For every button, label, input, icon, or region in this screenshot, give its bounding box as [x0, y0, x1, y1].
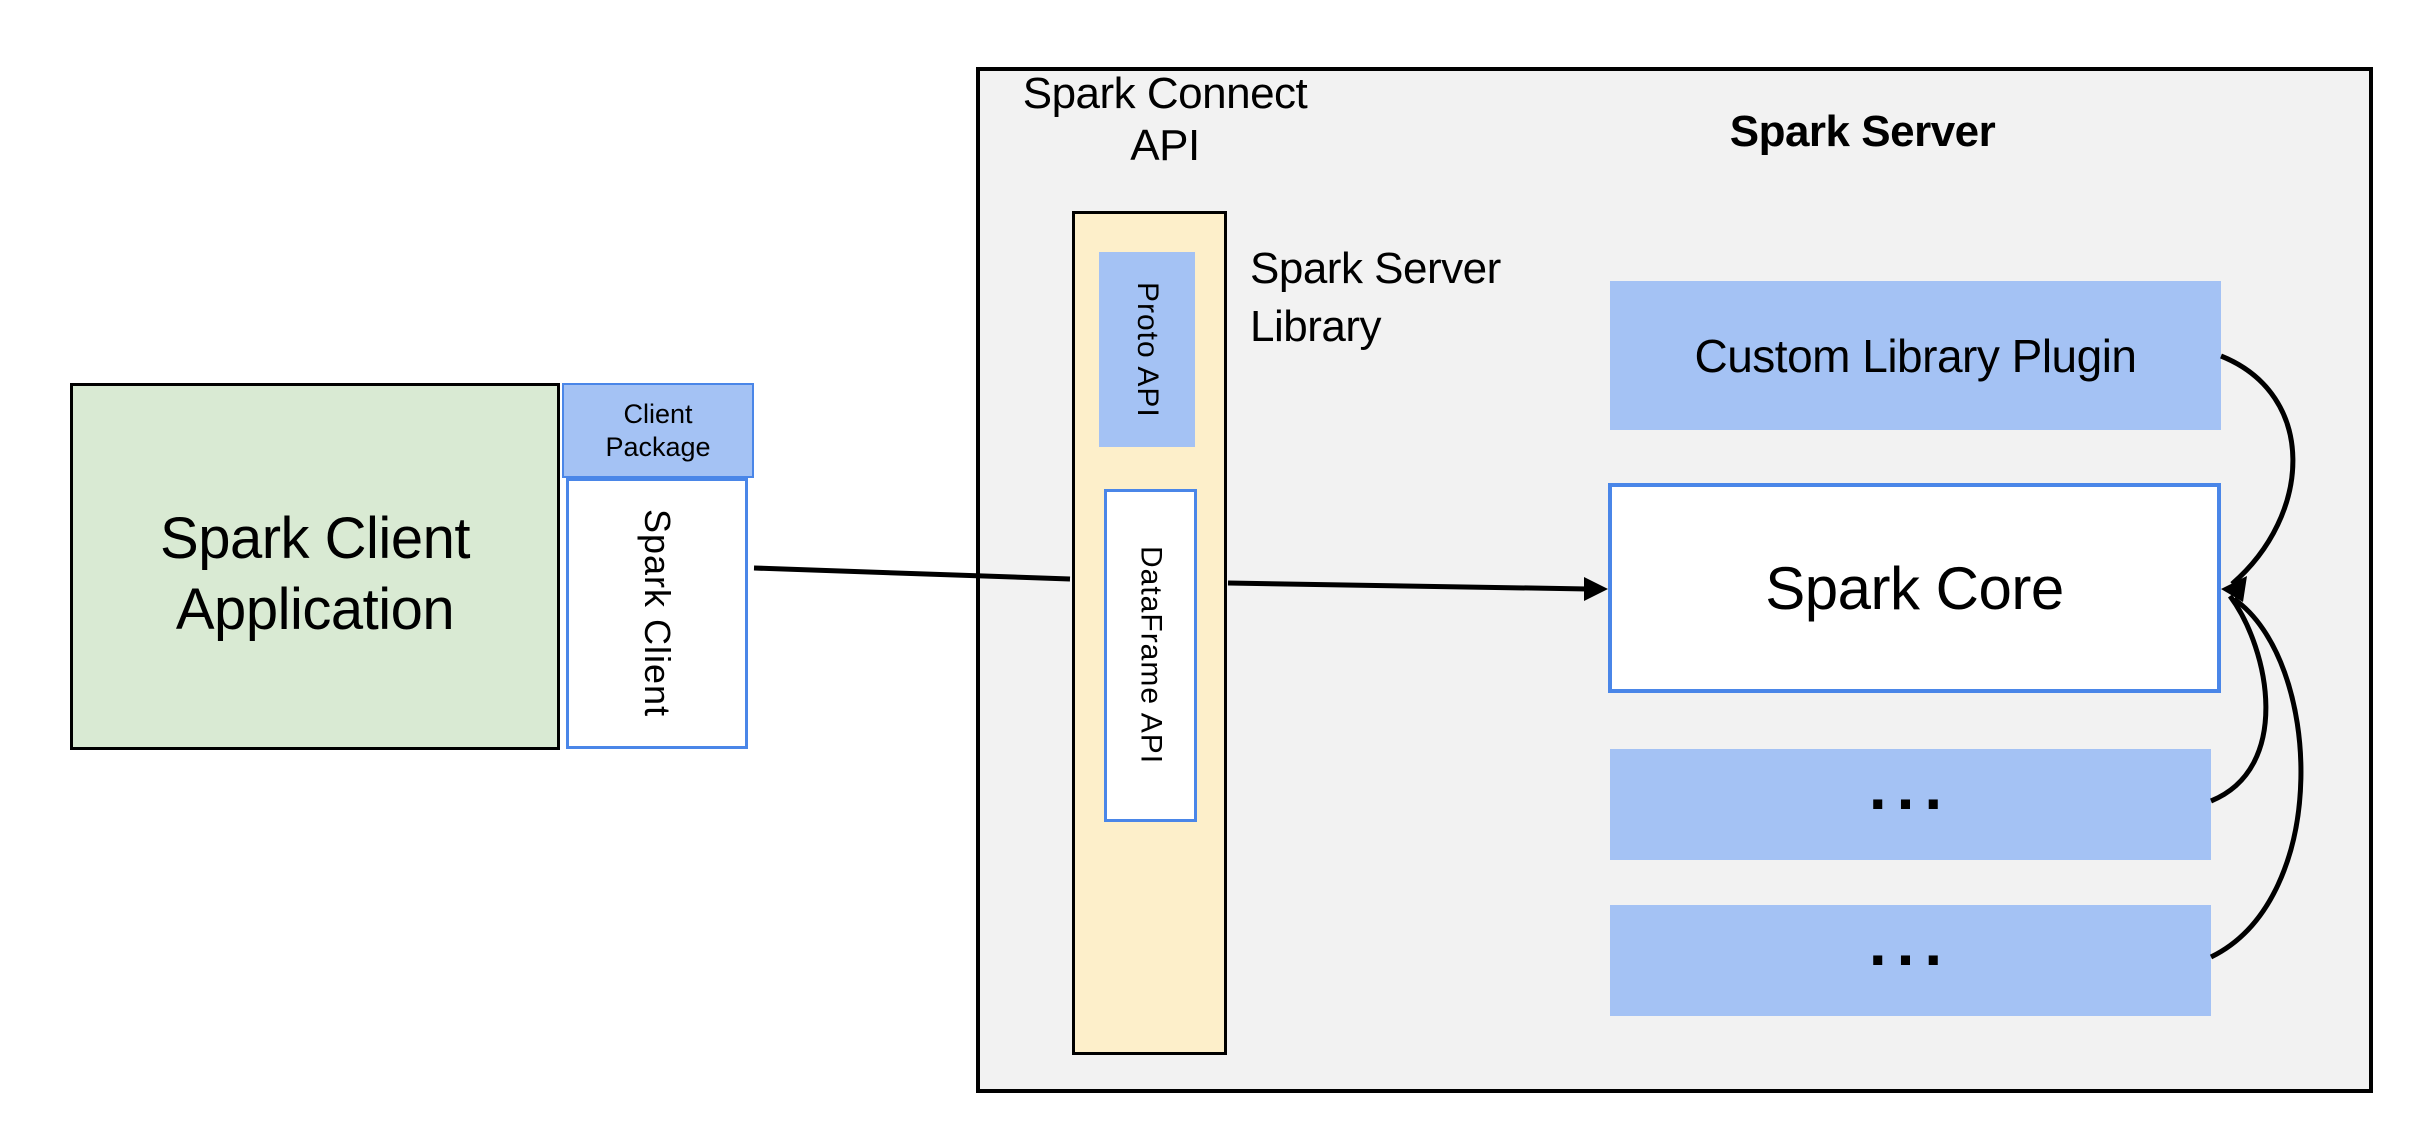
spark-server-library-label-line2: Library [1250, 302, 1382, 351]
spark-client-application-line1: Spark Client [160, 505, 470, 571]
spark-connect-api-label-line2: API [1130, 121, 1200, 170]
proto-api-box: Proto API [1099, 252, 1195, 447]
ellipsis-label-1: ... [1868, 750, 1953, 823]
dataframe-api-box: DataFrame API [1104, 489, 1197, 822]
proto-api-label: Proto API [1131, 281, 1164, 418]
spark-client-label: Spark Client [637, 509, 678, 718]
spark-client-application-box: Spark Client Application [70, 383, 560, 750]
spark-core-label: Spark Core [1765, 554, 2064, 622]
ellipsis-box-1: ... [1610, 749, 2211, 860]
spark-client-application-line2: Application [175, 576, 455, 642]
spark-server-title: Spark Server [1729, 107, 1996, 156]
custom-library-plugin-box: Custom Library Plugin [1610, 281, 2221, 430]
spark-connect-api-label: Spark Connect API [995, 68, 1335, 172]
client-package-label-line2: Package [605, 431, 711, 462]
spark-connect-api-label-line1: Spark Connect [1022, 69, 1308, 118]
dataframe-api-label: DataFrame API [1134, 546, 1168, 765]
spark-client-box: Spark Client [566, 478, 748, 749]
custom-library-plugin-label: Custom Library Plugin [1694, 329, 2137, 382]
spark-core-box: Spark Core [1608, 483, 2221, 693]
spark-server-library-label-line1: Spark Server [1250, 244, 1501, 293]
ellipsis-label-2: ... [1868, 906, 1953, 979]
ellipsis-box-2: ... [1610, 905, 2211, 1016]
client-package-box: Client Package [562, 383, 754, 478]
spark-server-library-label: Spark Server Library [1250, 240, 1570, 356]
client-package-label-line1: Client [623, 398, 693, 429]
